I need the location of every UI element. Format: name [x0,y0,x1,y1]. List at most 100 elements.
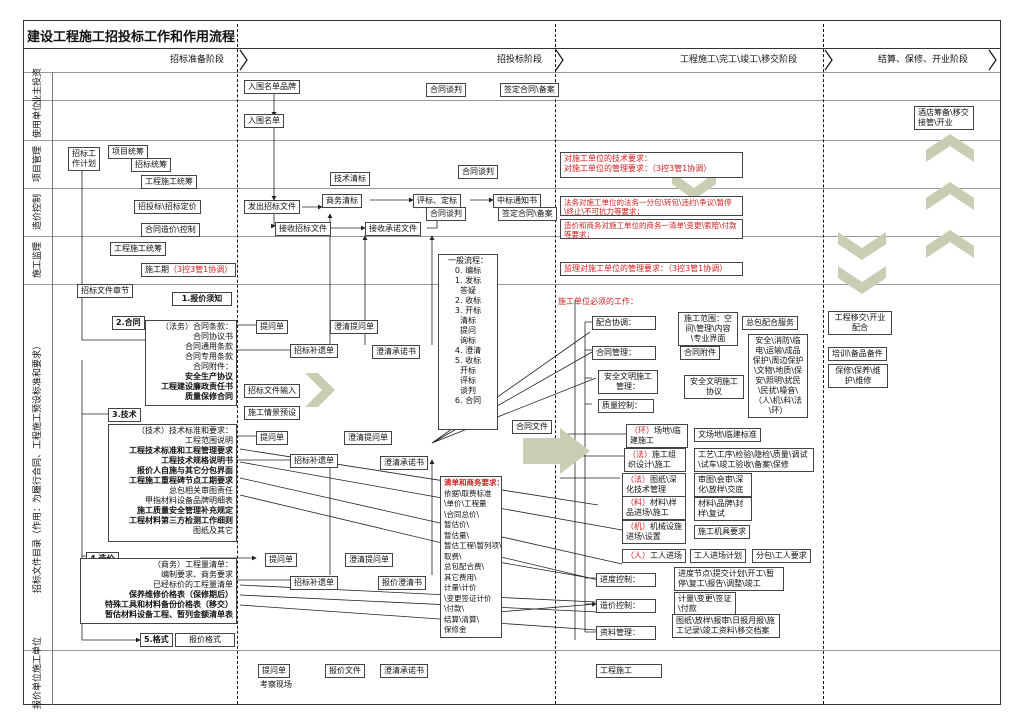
doc-chapters: 招标文件章节 [77,284,133,298]
training-spares: 培训\备品备件 [828,347,887,361]
doc-input: 招标文件输入 [244,384,300,398]
coordination: 配合协调： [592,316,656,330]
list-item: 结算\清算\ [444,614,480,624]
chevron-down-icon [838,266,886,294]
doc-contract-box: （法务）合同条款： 合同协议书 合同通用条款 合同专用条款 合同附件： 安全生产… [145,320,237,406]
lane-divider [24,650,1000,651]
coordination-service: 总包配合服务 [742,316,798,330]
cost-control: 造价控制： [596,599,656,613]
chevron-down-icon [838,232,886,260]
flow-title: 一般流程： [448,256,488,265]
doc-tech-line: 图纸及其它 [193,526,233,535]
chevron-right-icon [824,49,833,71]
law-org-label: 施工组织设计\施工 [628,450,676,469]
pm-tech-evaluation: 技术清标 [330,172,370,186]
list-item: 总包配合费\ [444,562,485,571]
pm-requirements: 对施工单位的技术要求：对施工单位的管理要求：（3控3管1协调） [560,152,743,178]
law-org: （法）施工组织设计\施工 [624,448,686,472]
chevron-right-icon [555,49,564,71]
phase-header: 招标准备阶段 [170,55,225,65]
machine-entry: （机）机械设施进场\设置 [622,520,686,544]
doc-section-2: 2.合同 [112,316,145,330]
user-hotel-prep: 酒店筹备\移交接管\开业 [914,106,974,130]
cost-legal-requirements: 法务对施工单位的法务一分包\转包\违约\争议\暂停\终止\不可抗力等要求； [560,196,743,216]
doc-cost-line: （商务）工程量清单： [153,560,233,569]
bidder-ask: 提问单 [258,664,290,678]
cost-receive-docs: 接收招标文件 [275,222,331,236]
doc-tech-line: 甲指材料设备品牌明细表 [145,496,233,505]
document-management: 资料管理： [596,626,656,640]
chevron-up-icon [926,230,974,258]
doc-contract-line: 合同协议书 [193,332,233,341]
material-entry-label: 材料\样品进场\施工 [626,498,677,517]
flow-step: 2. 收标 [454,296,482,305]
doc-ask-1: 提问单 [256,320,288,334]
list-item: 取费\ [444,551,462,561]
sup-construction-coord: 工程施工统筹 [110,242,166,256]
drawing-mgmt: （法）图纸\深化技术管理 [622,473,686,497]
pm-project-coord: 项目统筹 [108,145,148,159]
worker-plan: 工人进场计划 [690,549,746,563]
doc-tech-line: （技术）技术标准和要求： [137,426,233,435]
doc-cost-box: （商务）工程量清单： 编制要求、商务要求 已经标价的工程量清单 保养维修价格表（… [80,558,237,624]
doc-tech-line: 工程技术标准和工程管理要求 [129,446,233,455]
list-item: 其它费用\ [444,572,477,582]
lane-divider [24,100,1000,101]
doc-section-3: 3.技术 [108,408,141,422]
quality-control: 质量控制： [598,399,654,413]
safety-agreement: 安全文明施工协议 [684,375,744,399]
cost-sign-contract: 签定合同\备案 [498,207,557,221]
pm-bid-coord: 招标统筹 [131,158,171,172]
cost-award-notice: 中标通知书 [493,194,541,208]
cost-receive-promise: 接收承诺文件 [365,222,421,236]
bidder-quote: 报价文件 [325,664,365,678]
chevron-right-icon [239,49,248,71]
warranty-maintenance: 保修\保养\维护\维修 [828,364,888,388]
pm-negotiation: 合同谈判 [458,165,498,179]
doc-cost-line: 特殊工具和材料备份价格表（移交） [105,600,233,609]
mat-tag: （料） [626,498,650,507]
law-tag: （法） [628,450,652,459]
chevron-down-icon [672,172,716,200]
bidder-promise: 澄清承诺书 [380,664,428,678]
env-tag: （环） [630,426,654,435]
env-site-label: 场地\临建施工 [630,426,681,445]
flow-step: 1. 发标 [454,276,482,285]
contract-documents: 合同文件 [512,420,552,434]
lane-divider [24,140,1000,141]
cost-bid-pricing: 招投标\招标定价 [134,200,201,214]
bidder-construction: 工程施工 [596,664,662,678]
phase-divider [237,24,238,704]
bidder-site-visit: 考察现场 [260,680,292,689]
cost-contract-control: 合同造价\控制 [141,223,200,237]
drawing-review: 审图\会审\深化\放样\交底 [694,473,752,497]
cost-negotiation: 合同谈判 [426,207,466,221]
temp-facility-standard: 文场地\临建标准 [694,428,761,442]
list-item: 暂估工程\暂列项\ [444,541,502,550]
contract-attachments: 合同附件 [680,346,720,360]
sup-period-note: （3控3管1协调） [169,265,233,274]
process-items: 工艺\工序\检验\隐检\质量\调试\试车\竣工验收\备案\保修 [694,448,814,472]
doc-cost-line: 保养维修价格表（保修期后） [129,590,233,599]
machine-requirements: 施工机具要求 [694,525,750,539]
diagram-title: 建设工程施工招投标工作和作用流程 [27,30,236,45]
flow-step: 提问 [460,326,476,335]
safety-management: 安全文明施工管理： [598,370,658,394]
chevron-up-icon [926,134,974,162]
list-item: 计量\计价 [444,583,477,592]
doc-contract-line: 工程建设廉政责任书 [161,382,233,391]
doc-tech-line: 报价人自施与其它分包界面 [137,466,233,475]
owner-shortlist-brand: 入围名单品牌 [244,80,300,94]
list-item: 暂估量\ [444,530,470,540]
chevron-right-icon [305,373,335,407]
user-shortlist: 入围名单 [244,114,284,128]
doc-format: 报价格式 [175,633,235,647]
doc-contract-line: 合同通用条款 [185,342,233,351]
pm-mgmt-req: 对施工单位的管理要求：（3控3管1协调） [564,164,712,173]
pm-bid-plan: 招标工作计划 [68,147,100,171]
document-items: 图纸\放样\报审\日报月报\施工记录\竣工资料\移交档案 [672,614,780,638]
flow-step: 开标 [460,366,476,375]
mach-tag: （机） [626,522,650,531]
safety-items: 安全\消防\临电\运输\成品保护\周边保护\文物\地质\保安\照明\扰民\民扰\… [748,334,808,418]
flow-step: 4. 澄清 [454,346,482,355]
